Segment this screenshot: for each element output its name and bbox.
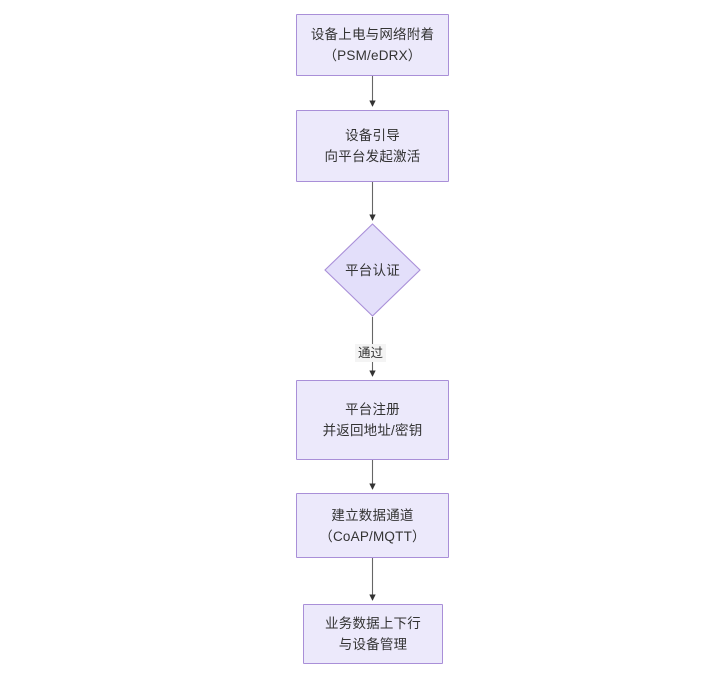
node-platform-auth-label: 平台认证 xyxy=(345,262,400,278)
node-platform-register[interactable]: 平台注册 并返回地址/密钥 xyxy=(296,380,449,460)
node-business-data[interactable]: 业务数据上下行 与设备管理 xyxy=(303,604,443,664)
diamond-shape xyxy=(324,223,421,317)
node-bootstrap[interactable]: 设备引导 向平台发起激活 xyxy=(296,110,449,182)
node-data-channel[interactable]: 建立数据通道 （CoAP/MQTT） xyxy=(296,493,449,558)
edge-label-pass: 通过 xyxy=(355,344,387,362)
node-power-on-label: 设备上电与网络附着 （PSM/eDRX） xyxy=(310,27,435,63)
node-platform-auth[interactable]: 平台认证 xyxy=(324,223,421,317)
node-bootstrap-label: 设备引导 向平台发起激活 xyxy=(324,128,421,164)
node-data-channel-label: 建立数据通道 （CoAP/MQTT） xyxy=(319,507,426,544)
node-power-on[interactable]: 设备上电与网络附着 （PSM/eDRX） xyxy=(296,14,449,76)
node-platform-register-label: 平台注册 并返回地址/密钥 xyxy=(322,402,423,438)
node-business-data-label: 业务数据上下行 与设备管理 xyxy=(325,616,421,652)
